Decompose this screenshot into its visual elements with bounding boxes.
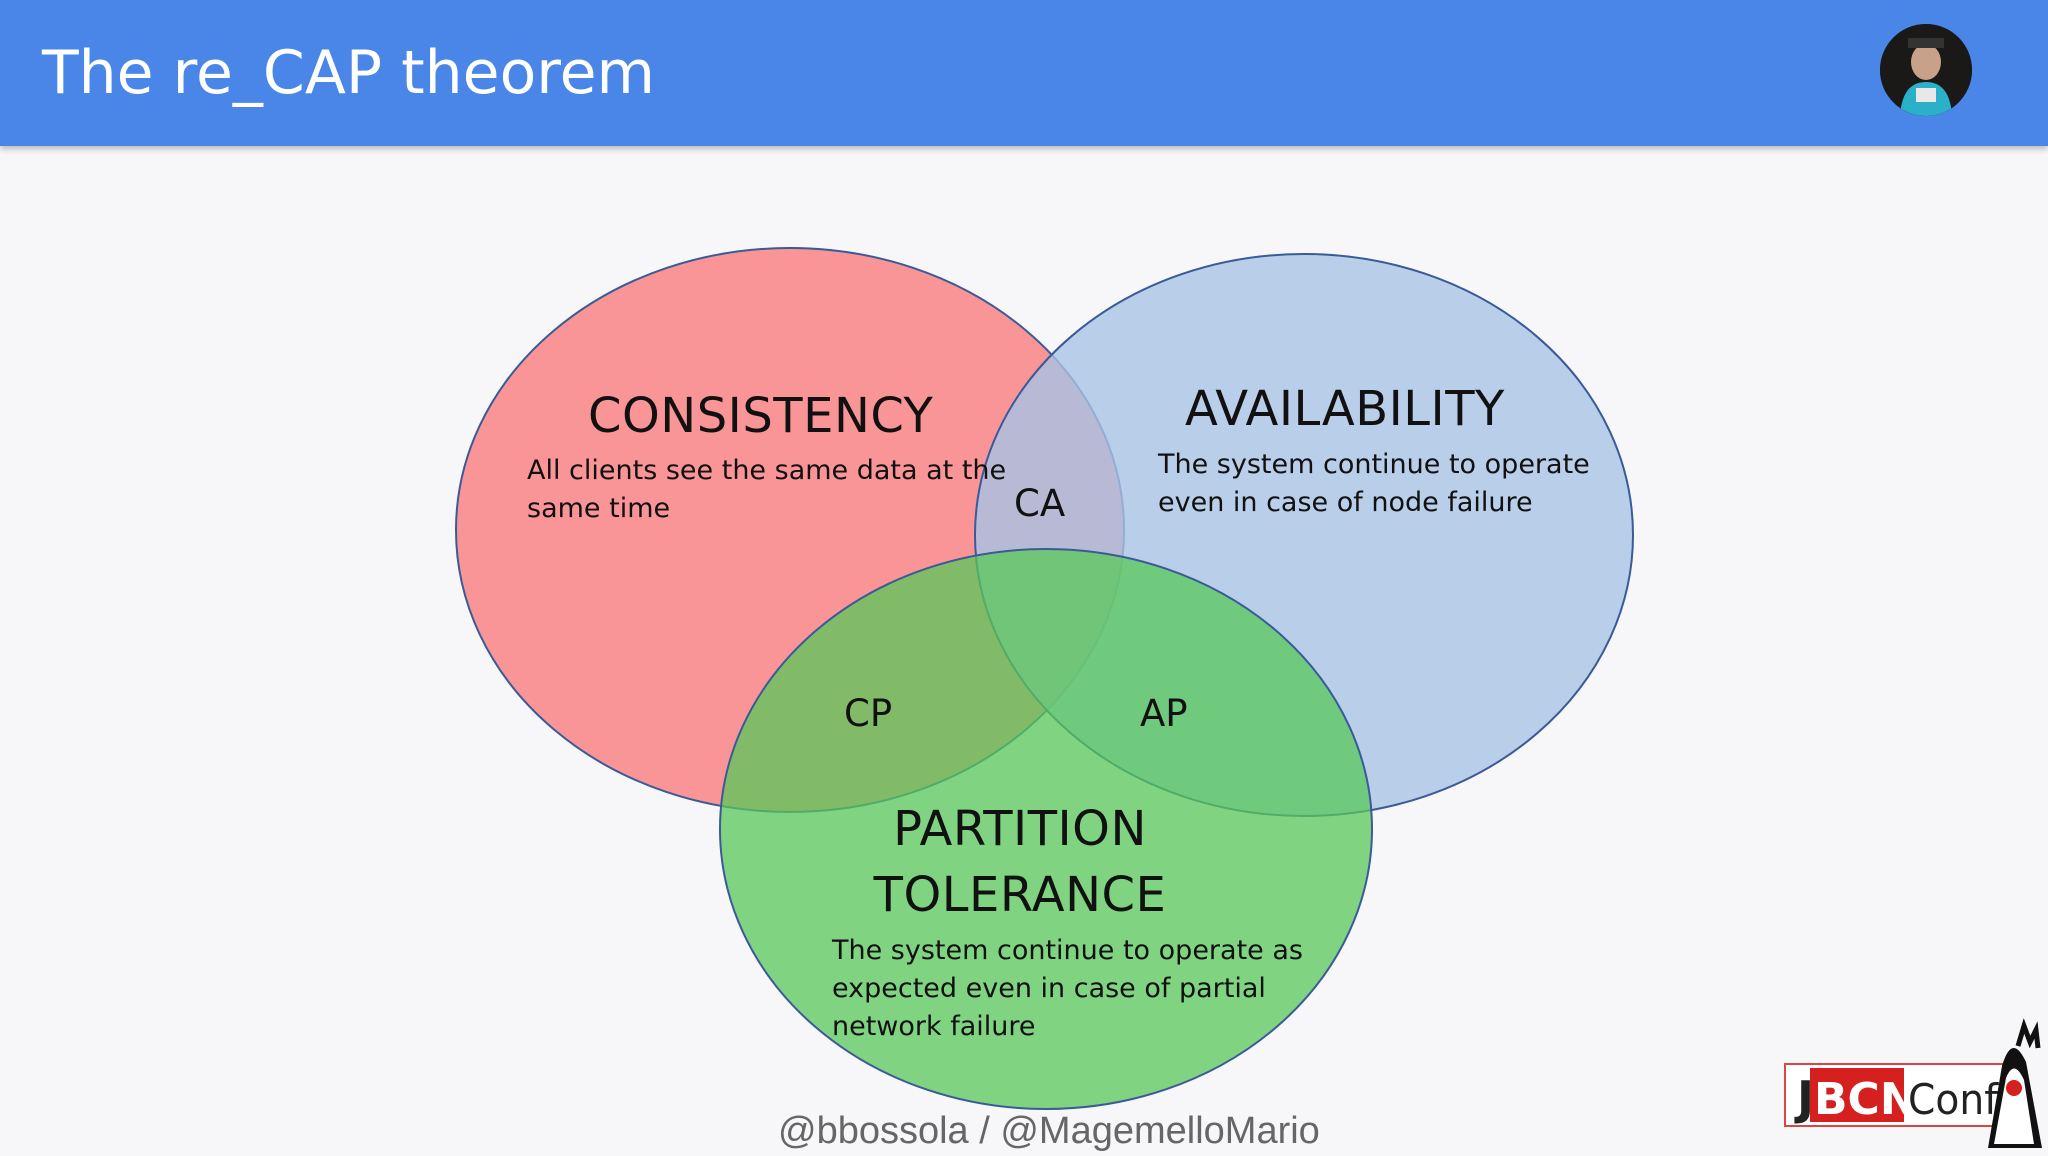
partition-heading-line: PARTITION xyxy=(893,801,1147,857)
consistency-description-line: same time xyxy=(527,493,671,524)
consistency-description: All clients see the same data at the sam… xyxy=(527,452,1006,528)
availability-description: The system continue to operate even in c… xyxy=(1158,446,1590,522)
availability-heading: AVAILABILITY xyxy=(1185,381,1505,437)
jbcnconf-logo: J BCN Conf xyxy=(1780,1018,2048,1156)
partition-tolerance-heading: PARTITION TOLERANCE xyxy=(840,796,1200,928)
ap-label: AP xyxy=(1140,692,1188,735)
partition-description-line: network failure xyxy=(832,1011,1036,1042)
partition-heading-line: TOLERANCE xyxy=(873,867,1167,923)
partition-tolerance-description: The system continue to operate as expect… xyxy=(832,932,1303,1046)
logo-bcn: BCN xyxy=(1814,1074,1917,1125)
cp-label: CP xyxy=(844,692,893,735)
partition-tolerance-circle xyxy=(719,548,1373,1110)
speaker-avatar xyxy=(1880,24,1972,116)
partition-description-line: The system continue to operate as xyxy=(832,935,1303,966)
duke-mascot-icon xyxy=(1988,1018,2042,1148)
consistency-heading: CONSISTENCY xyxy=(588,388,934,444)
consistency-description-line: All clients see the same data at the xyxy=(527,455,1007,486)
ca-label: CA xyxy=(1014,482,1066,525)
logo-j: J xyxy=(1794,1071,1814,1125)
availability-description-line: The system continue to operate xyxy=(1158,449,1590,480)
author-credit: @bbossola / @MagemelloMario xyxy=(778,1110,1320,1152)
partition-description-line: expected even in case of partial xyxy=(832,973,1266,1004)
logo-conf: Conf xyxy=(1908,1075,1999,1124)
availability-description-line: even in case of node failure xyxy=(1158,487,1533,518)
slide-title: The re_CAP theorem xyxy=(42,38,656,108)
slide-header: The re_CAP theorem xyxy=(0,0,2048,146)
